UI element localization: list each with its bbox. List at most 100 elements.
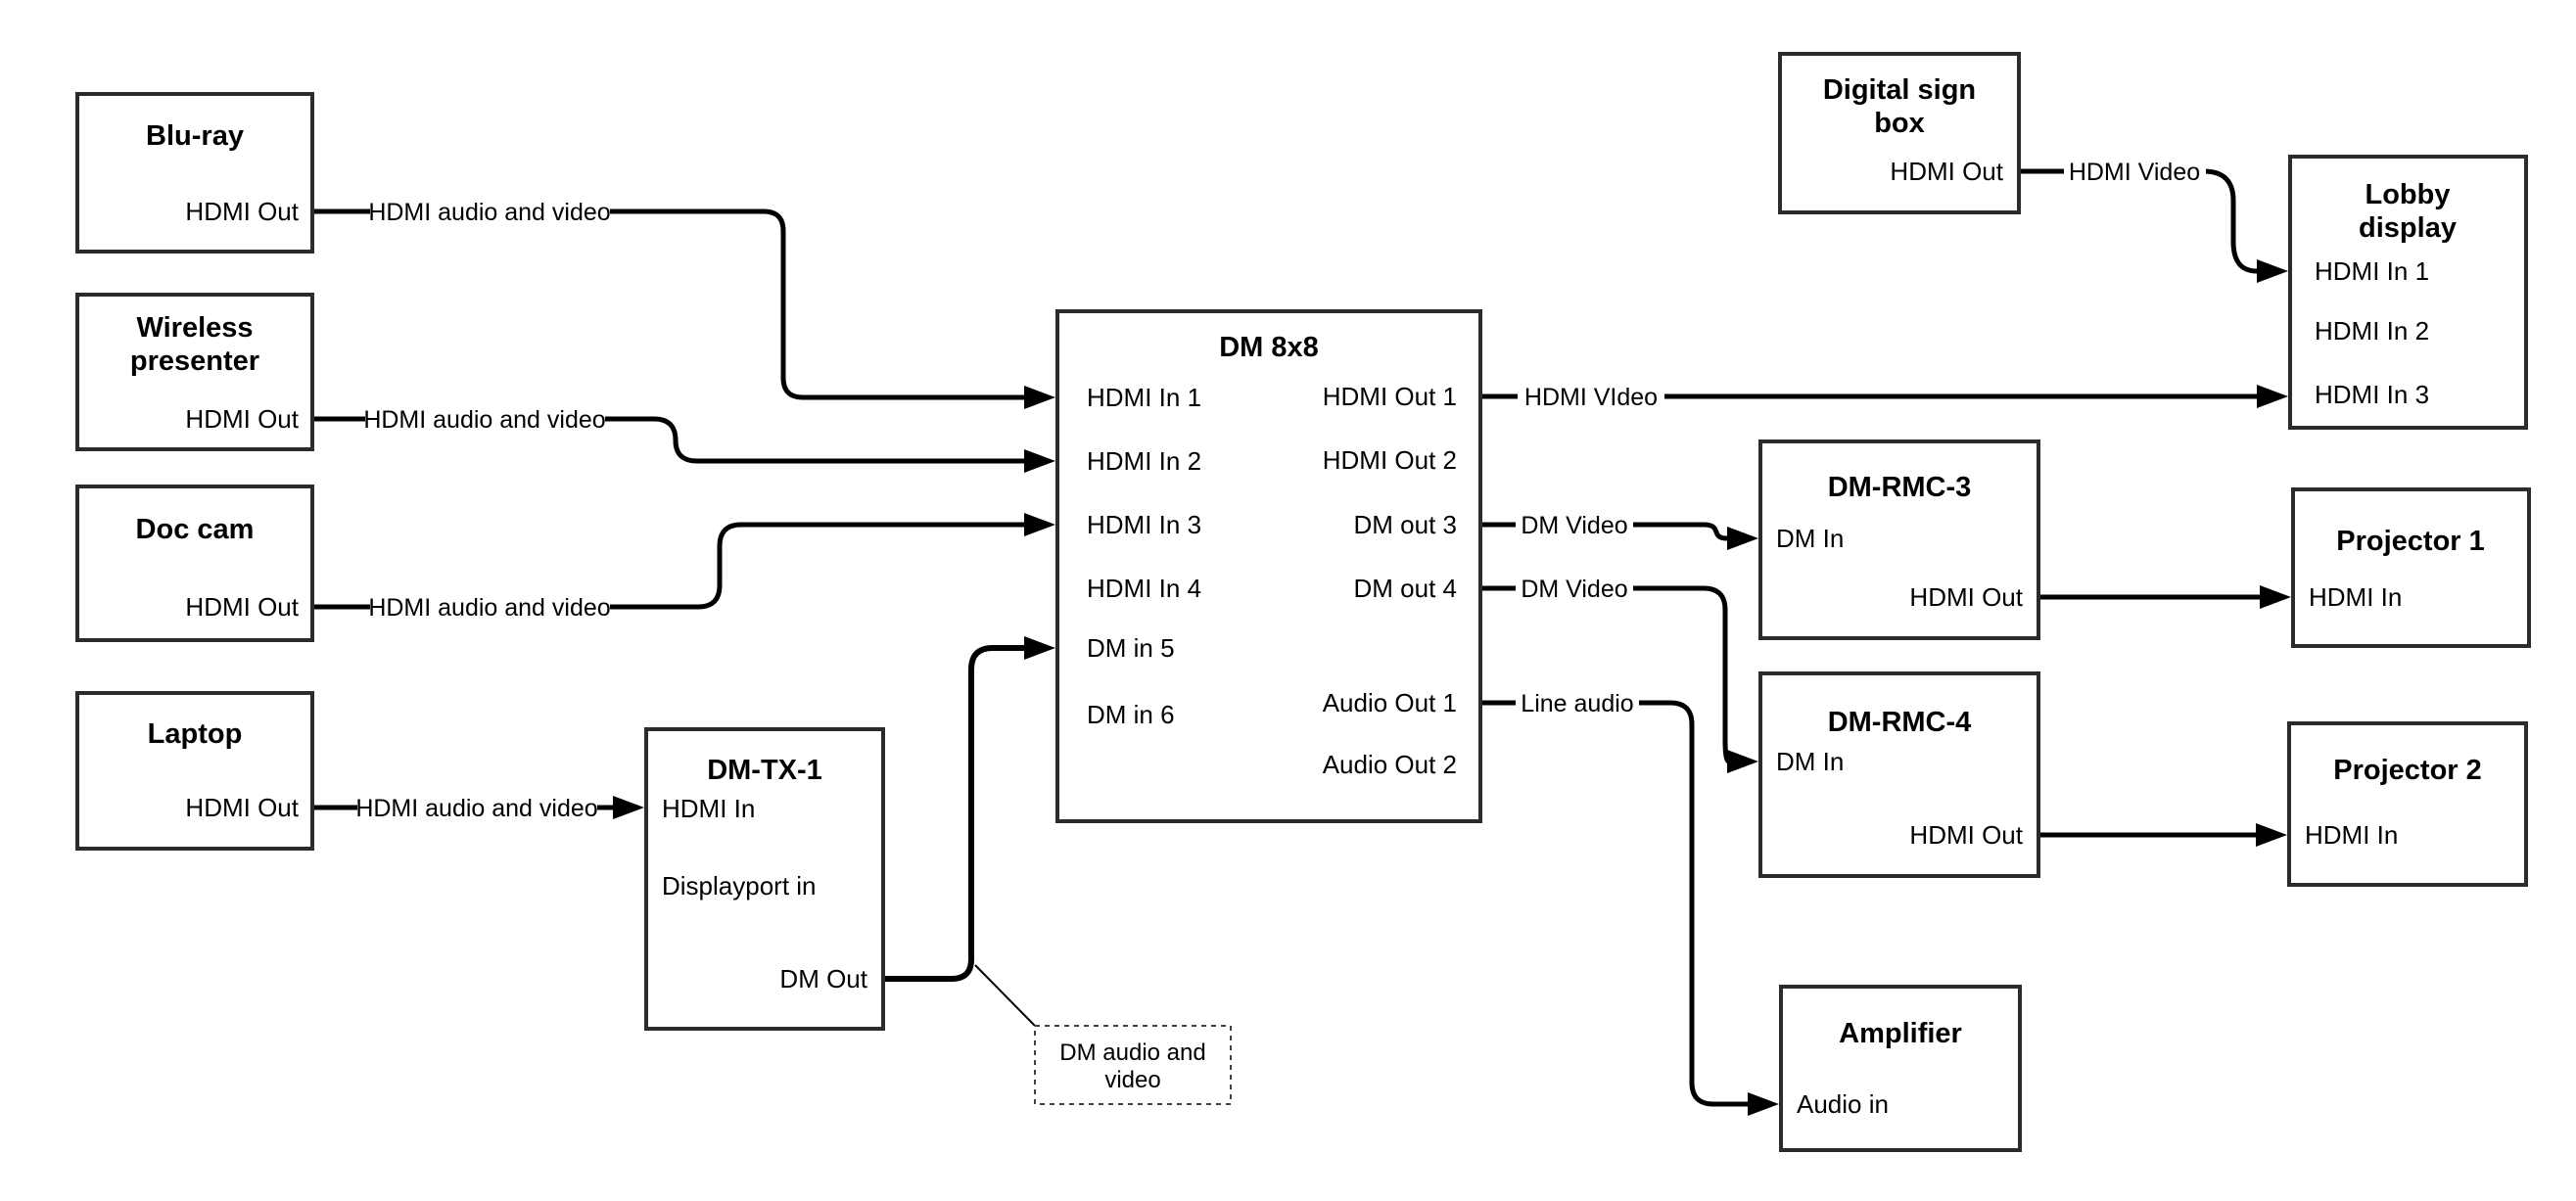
node-bluray-shape[interactable] — [75, 92, 314, 254]
edge-label-bg — [370, 197, 610, 226]
edge-label-text: DM Video — [1521, 576, 1627, 603]
port-dm8x8-hdmi-in-2: HDMI In 2 — [1087, 446, 1201, 476]
node-projector2-shape[interactable] — [2287, 721, 2528, 887]
edge-label-sign-video[interactable]: HDMI Video — [2064, 157, 2206, 186]
nodes-layer: Blu-ray HDMI Out Wireless presenter HDMI… — [75, 52, 2531, 1152]
port-digitalsign-hdmi-out: HDMI Out — [1890, 157, 2003, 186]
node-dm8x8-shape[interactable] — [1055, 309, 1482, 823]
port-dm8x8-dm-out-4: DM out 4 — [1354, 574, 1458, 603]
edge-label-text: HDMI audio and video — [368, 199, 610, 226]
edge-dmtx1-arrowhead — [1024, 636, 1055, 660]
node-doccam-title: Doc cam — [136, 514, 255, 545]
node-dmrmc4[interactable]: DM-RMC-4 DM In HDMI Out — [1758, 671, 2040, 878]
edge-label-text: HDMI VIdeo — [1524, 384, 1658, 411]
edge-label-dm-video-4[interactable]: DM Video — [1516, 574, 1633, 603]
edge-label-bg — [1518, 382, 1664, 411]
port-wireless-hdmi-out: HDMI Out — [185, 404, 299, 434]
node-amplifier-shape[interactable] — [1779, 985, 2022, 1152]
port-dm8x8-hdmi-out-1: HDMI Out 1 — [1323, 382, 1457, 411]
edge-label-text: HDMI audio and video — [355, 795, 597, 822]
node-dmtx1-title: DM-TX-1 — [707, 755, 822, 786]
edge-label-bg — [1516, 510, 1633, 539]
node-wireless-shape[interactable] — [75, 293, 314, 451]
edge-dmout4-to-dmrmc4[interactable] — [1480, 585, 1731, 764]
node-dmrmc3[interactable]: DM-RMC-3 DM In HDMI Out — [1758, 439, 2040, 640]
node-lobby-shape[interactable] — [2288, 155, 2528, 430]
edge-label-bg — [1516, 688, 1639, 717]
node-dmtx1-shape[interactable] — [644, 727, 885, 1031]
node-amplifier-title: Amplifier — [1839, 1018, 1962, 1049]
edge-label-bg — [370, 592, 610, 622]
node-dmrmc4-shape[interactable] — [1758, 671, 2040, 878]
node-laptop-shape[interactable] — [75, 691, 314, 851]
edge-doccam-to-dm8x8[interactable] — [312, 522, 1026, 610]
node-wireless-title-line1: Wireless — [136, 312, 253, 344]
edge-digitalsign-to-lobby[interactable] — [2019, 168, 2258, 274]
edge-wireless-arrowhead — [1024, 449, 1055, 473]
edge-laptop-arrowhead — [613, 796, 644, 819]
port-dm8x8-dm-out-3: DM out 3 — [1354, 510, 1458, 539]
edge-label-doccam[interactable]: HDMI audio and video — [368, 592, 611, 622]
node-dmtx1[interactable]: DM-TX-1 HDMI In Displayport in DM Out — [644, 727, 885, 1031]
node-bluray[interactable]: Blu-ray HDMI Out — [75, 92, 314, 254]
node-dm8x8[interactable]: DM 8x8 HDMI In 1 HDMI In 2 HDMI In 3 HDM… — [1055, 309, 1482, 823]
node-amplifier[interactable]: Amplifier Audio in — [1779, 985, 2022, 1152]
node-digitalsign-title-line1: Digital sign — [1823, 74, 1976, 106]
node-digitalsign-title-line2: box — [1874, 108, 1925, 139]
note-shape[interactable] — [1034, 1025, 1232, 1105]
node-doccam[interactable]: Doc cam HDMI Out — [75, 485, 314, 642]
edge-label-wireless[interactable]: HDMI audio and video — [363, 404, 606, 434]
edge-label-bluray[interactable]: HDMI audio and video — [368, 197, 611, 226]
edge-label-text: HDMI audio and video — [363, 406, 605, 434]
edge-audioout1-arrowhead — [1748, 1092, 1779, 1116]
node-digitalsign-shape[interactable] — [1778, 52, 2021, 214]
edge-dmrmc4-arrowhead — [2256, 823, 2287, 847]
node-wireless-presenter[interactable]: Wireless presenter HDMI Out — [75, 293, 314, 451]
port-dm8x8-hdmi-in-4: HDMI In 4 — [1087, 574, 1201, 603]
node-digitalsign[interactable]: Digital sign box HDMI Out — [1778, 52, 2021, 214]
node-laptop[interactable]: Laptop HDMI Out — [75, 691, 314, 851]
node-dmrmc3-title: DM-RMC-3 — [1828, 472, 1972, 503]
port-doccam-hdmi-out: HDMI Out — [185, 592, 299, 622]
edge-dm8x8-lobby-arrowhead — [2257, 385, 2288, 408]
port-dmrmc4-hdmi-out: HDMI Out — [1909, 820, 2023, 850]
node-doccam-shape[interactable] — [75, 485, 314, 642]
node-lobby-title-line1: Lobby — [2365, 179, 2451, 210]
port-dm8x8-audio-out-2: Audio Out 2 — [1323, 750, 1457, 779]
note-dm-audio-video[interactable]: DM audio and video — [1034, 1025, 1232, 1105]
edge-labels-layer: HDMI audio and video HDMI audio and vide… — [355, 157, 2206, 822]
node-lobby-display[interactable]: Lobby display HDMI In 1 HDMI In 2 HDMI I… — [2288, 155, 2528, 430]
edge-label-line-audio[interactable]: Line audio — [1516, 688, 1639, 717]
edge-label-text: HDMI Video — [2069, 159, 2200, 186]
edge-bluray-to-dm8x8[interactable] — [312, 208, 1026, 400]
edge-label-text: Line audio — [1521, 690, 1633, 717]
edge-dmtx1-to-dm8x8[interactable] — [883, 645, 1026, 982]
edge-label-text: HDMI audio and video — [368, 594, 610, 622]
port-dm8x8-hdmi-out-2: HDMI Out 2 — [1323, 445, 1457, 475]
port-dmrmc3-dm-in: DM In — [1776, 524, 1844, 553]
edge-wireless-to-dm8x8[interactable] — [312, 416, 1026, 464]
edge-label-hdmi-video-long[interactable]: HDMI VIdeo — [1518, 382, 1664, 411]
note-text-line2: video — [1104, 1067, 1160, 1093]
edge-audioout1-to-amplifier[interactable] — [1480, 700, 1748, 1107]
edge-bluray-arrowhead — [1024, 386, 1055, 409]
node-projector2[interactable]: Projector 2 HDMI In — [2287, 721, 2528, 887]
node-projector1[interactable]: Projector 1 HDMI In — [2291, 487, 2531, 648]
edge-label-dm-video-3[interactable]: DM Video — [1516, 510, 1633, 539]
node-bluray-title: Blu-ray — [146, 120, 244, 152]
note-leader-line — [974, 964, 1036, 1027]
port-dmtx1-displayport-in: Displayport in — [662, 871, 817, 901]
port-dm8x8-dm-in-5: DM in 5 — [1087, 633, 1175, 663]
node-laptop-title: Laptop — [148, 718, 243, 750]
port-dmtx1-dm-out: DM Out — [779, 964, 867, 993]
edge-digitalsign-arrowhead — [2257, 259, 2288, 283]
edge-label-laptop[interactable]: HDMI audio and video — [355, 793, 598, 822]
node-projector1-shape[interactable] — [2291, 487, 2531, 648]
port-dm8x8-dm-in-6: DM in 6 — [1087, 700, 1175, 729]
edge-dmout3-to-dmrmc3[interactable] — [1480, 522, 1728, 541]
node-dmrmc3-shape[interactable] — [1758, 439, 2040, 640]
edge-dmout3-arrowhead — [1727, 527, 1758, 550]
port-dm8x8-hdmi-in-1: HDMI In 1 — [1087, 383, 1201, 412]
